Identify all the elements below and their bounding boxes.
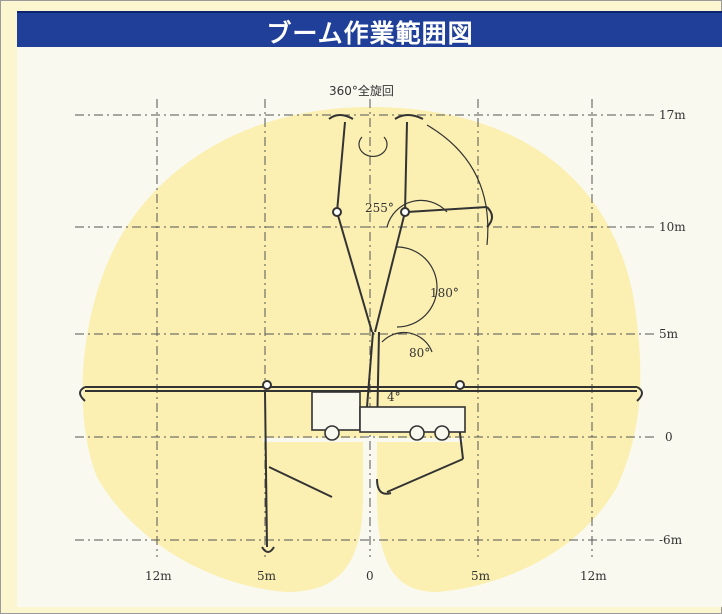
rotation-annotation: 360°全旋回	[329, 83, 394, 98]
rotation-arcs	[358, 124, 489, 353]
title-bar: ブーム作業範囲図	[17, 11, 722, 49]
down-boom-left	[261, 391, 333, 553]
angle-label-4: 4°	[387, 390, 401, 404]
diagram-panel: 360°全旋回 17m 10m 5m 0 -6m 12m 5m 0 5m 12m…	[17, 47, 722, 607]
horizontal-boom	[79, 380, 643, 402]
vertical-boom-left	[328, 114, 373, 333]
truck	[311, 391, 466, 441]
width-label-12m-right: 12m	[580, 569, 607, 583]
boom-working-range-diagram: 360°全旋回 17m 10m 5m 0 -6m 12m 5m 0 5m 12m…	[75, 83, 686, 592]
width-label-5m-left: 5m	[257, 569, 277, 583]
page-title: ブーム作業範囲図	[266, 19, 474, 48]
height-label-minus6m: -6m	[659, 533, 683, 547]
height-label-0: 0	[665, 430, 673, 444]
height-label-17m: 17m	[659, 108, 686, 122]
working-envelope	[82, 107, 641, 592]
height-label-5m: 5m	[659, 327, 679, 341]
width-label-0: 0	[366, 569, 374, 583]
width-label-12m-left: 12m	[145, 569, 172, 583]
angle-label-255: 255°	[365, 201, 394, 215]
angle-label-80: 80°	[409, 346, 430, 360]
height-label-10m: 10m	[659, 220, 686, 234]
width-label-5m-right: 5m	[471, 569, 491, 583]
angle-label-180: 180°	[430, 286, 459, 300]
vertical-boom-right	[374, 114, 493, 333]
grid	[75, 99, 657, 557]
ground-gap	[263, 438, 463, 442]
